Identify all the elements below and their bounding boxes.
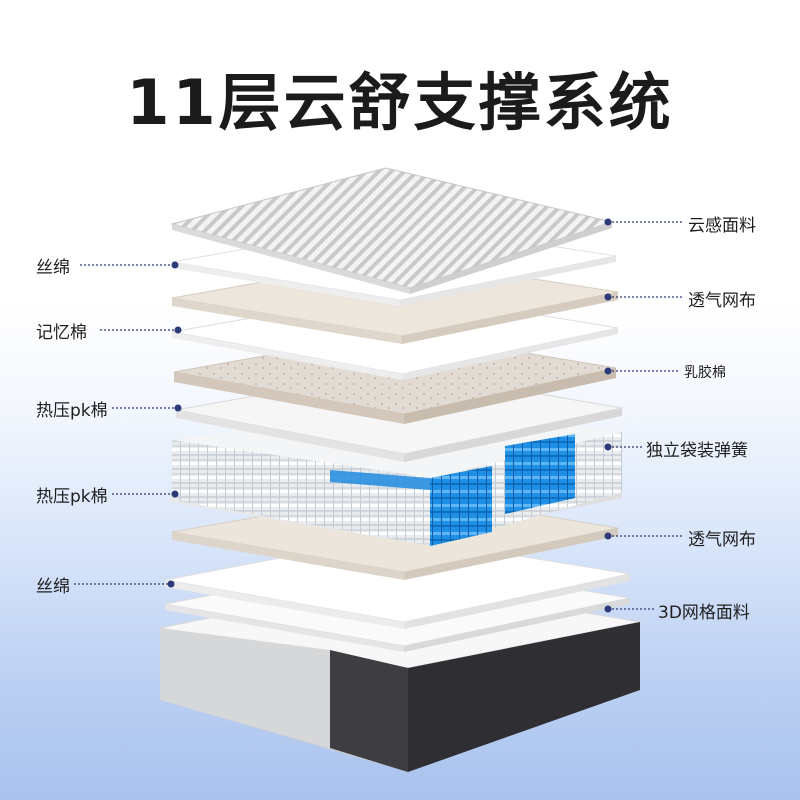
leader-lines-left	[74, 261, 182, 588]
label-memory-foam: 记忆棉	[36, 323, 87, 343]
label-silk-wool-top: 丝绵	[36, 258, 70, 278]
label-silk-wool-bottom: 丝绵	[36, 577, 70, 597]
label-breathable-mesh-lower: 透气网布	[688, 530, 756, 550]
label-latex-foam: 乳胶棉	[684, 365, 726, 381]
label-3d-mesh: 3D网格面料	[658, 603, 750, 623]
label-breathable-mesh-upper: 透气网布	[688, 291, 756, 311]
label-pocket-springs: 独立袋装弹簧	[646, 441, 748, 461]
label-pk-foam-upper: 热压pk棉	[36, 401, 108, 421]
layer-silk-wool-bottom	[164, 535, 631, 629]
label-cloud-fabric: 云感面料	[688, 216, 756, 236]
layer-cloud-fabric	[170, 167, 614, 294]
page-title: 11层云舒支撑系统	[126, 66, 674, 139]
leader-lines-right	[604, 218, 684, 613]
label-pk-foam-lower: 热压pk棉	[36, 487, 108, 507]
